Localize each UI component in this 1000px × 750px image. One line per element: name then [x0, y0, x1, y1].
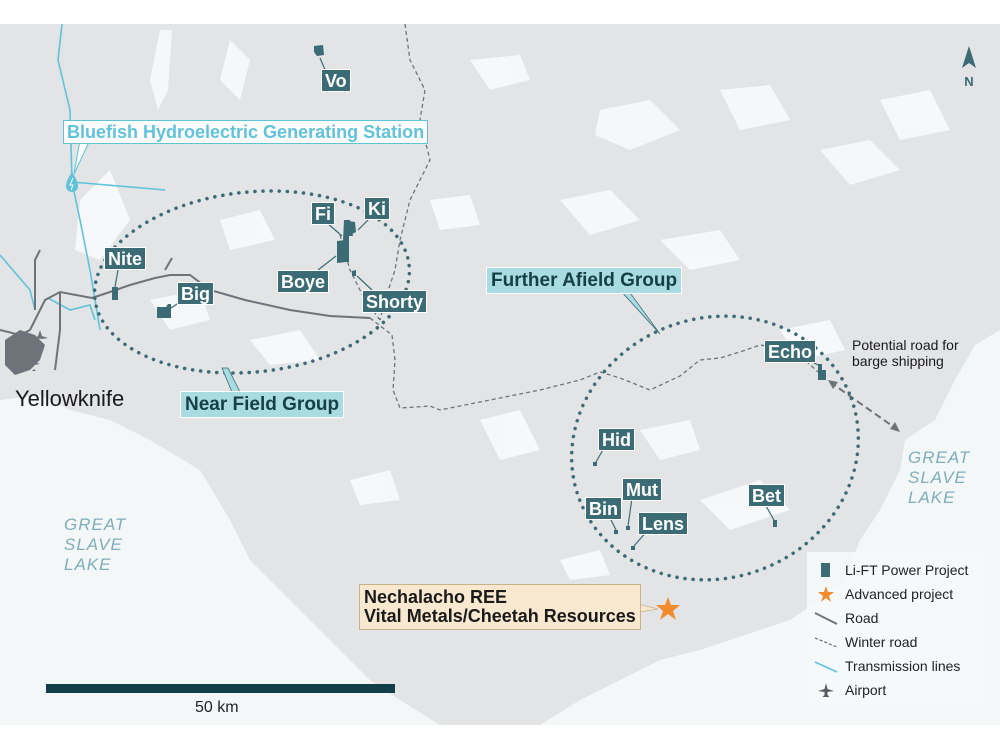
- near-field-group-label: Near Field Group: [180, 391, 345, 418]
- project-label-boye[interactable]: Boye: [277, 270, 330, 293]
- lake-west-line-2: SLAVE: [64, 535, 123, 554]
- project-bin-shape: [614, 530, 618, 534]
- legend-label: Advanced project: [845, 586, 954, 602]
- legend-item-project: Li-FT Power Project: [807, 560, 985, 580]
- project-label-fi[interactable]: Fi: [311, 202, 335, 225]
- legend-item-road: Road: [807, 608, 985, 628]
- legend: Li-FT Power Project Advanced project Roa…: [807, 552, 985, 705]
- project-label-nite[interactable]: Nite: [104, 247, 147, 270]
- lake-east-line-1: GREAT: [908, 448, 971, 467]
- scale-bar-label: 50 km: [195, 699, 239, 716]
- lake-east-line-3: LAKE: [908, 488, 956, 507]
- project-label-bin[interactable]: Bin: [585, 497, 622, 520]
- legend-label: Road: [845, 610, 879, 626]
- advanced-project-name: Nechalacho REE: [364, 587, 508, 607]
- advanced-project-star-shape: [656, 597, 680, 620]
- project-shorty-shape: [352, 270, 356, 276]
- legend-label: Transmission lines: [845, 658, 961, 674]
- lake-west-line-1: GREAT: [64, 515, 127, 534]
- project-echo-shape: [818, 364, 826, 380]
- legend-label: Li-FT Power Project: [845, 562, 969, 578]
- airplane-icon: [818, 683, 834, 697]
- project-square-icon: [821, 563, 830, 577]
- lake-label-east: GREAT SLAVE LAKE: [908, 448, 970, 508]
- project-label-vo[interactable]: Vo: [321, 69, 351, 92]
- lake-west-line-3: LAKE: [64, 555, 112, 574]
- svg-text:N: N: [964, 74, 973, 89]
- project-mut-shape: [626, 526, 630, 530]
- project-ki-shape: [348, 221, 356, 234]
- project-label-shorty[interactable]: Shorty: [362, 290, 428, 313]
- north-arrow: N: [956, 44, 982, 90]
- project-lens-shape: [631, 546, 635, 550]
- legend-item-advanced: Advanced project: [807, 584, 985, 604]
- transmission-line-icon: [814, 661, 838, 673]
- barge-note-line-2: barge shipping: [852, 353, 944, 369]
- hydro-station-label: Bluefish Hydroelectric Generating Statio…: [63, 120, 429, 144]
- winter-road-dash-icon: [814, 637, 838, 648]
- project-label-bet[interactable]: Bet: [748, 484, 786, 507]
- project-nite-shape: [112, 287, 118, 300]
- further-afield-group-label: Further Afield Group: [486, 267, 683, 294]
- barge-shipping-note: Potential road for barge shipping: [852, 337, 959, 369]
- advanced-project-owner: Vital Metals/Cheetah Resources: [364, 605, 636, 626]
- legend-label: Airport: [845, 682, 887, 698]
- legend-label: Winter road: [845, 634, 918, 650]
- project-label-mut[interactable]: Mut: [622, 478, 662, 501]
- project-bet-shape: [773, 520, 777, 527]
- star-icon: [818, 586, 834, 602]
- legend-item-transmission: Transmission lines: [807, 656, 985, 676]
- north-arrow-icon: N: [962, 46, 976, 89]
- project-label-hid[interactable]: Hid: [598, 428, 635, 451]
- project-label-big[interactable]: Big: [177, 282, 214, 305]
- project-label-lens[interactable]: Lens: [638, 512, 689, 535]
- barge-note-line-1: Potential road for: [852, 337, 959, 353]
- project-label-echo[interactable]: Echo: [764, 340, 817, 363]
- project-boye-shape: [337, 240, 346, 263]
- project-big-shape: [157, 304, 171, 318]
- project-vo-shape: [314, 45, 324, 56]
- hydro-station-icon: [66, 172, 78, 192]
- lake-east-line-2: SLAVE: [908, 468, 967, 487]
- airport-icons: [12, 330, 48, 371]
- project-hid-shape: [593, 462, 597, 466]
- scale-bar: [46, 684, 395, 693]
- lake-label-west: GREAT SLAVE LAKE: [64, 515, 126, 575]
- advanced-project-label[interactable]: Nechalacho REE Vital Metals/Cheetah Reso…: [359, 584, 641, 630]
- legend-item-airport: Airport: [807, 680, 985, 700]
- town-label-yellowknife: Yellowknife: [15, 386, 125, 411]
- road-line-icon: [814, 612, 838, 625]
- project-label-ki[interactable]: Ki: [364, 197, 390, 220]
- legend-item-winter-road: Winter road: [807, 632, 985, 652]
